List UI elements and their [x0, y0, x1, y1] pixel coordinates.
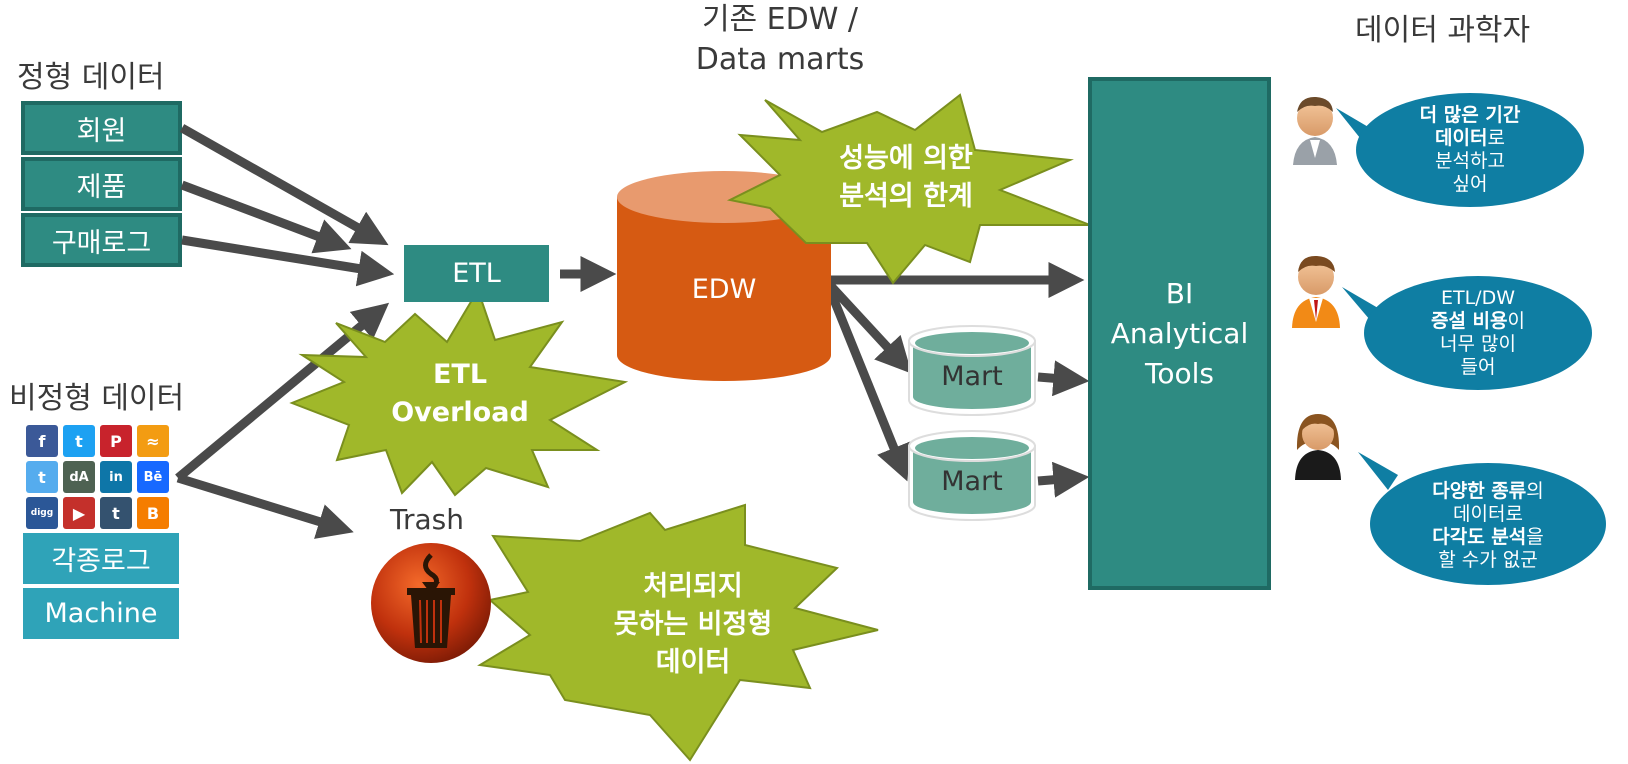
bubble2-bold-line2: 증설 비용	[1430, 310, 1508, 332]
unprocessed-line2: 못하는 비정형	[613, 609, 773, 640]
twitter-alt-icon: t	[26, 461, 58, 493]
behance-icon: Bē	[137, 461, 169, 493]
person-businessman-icon	[1293, 96, 1337, 165]
bubble-multi-angle-analysis-text: 다양한 종류의 데이터로 다각도 분석을 할 수가 없군	[1388, 480, 1588, 572]
bubble3-line4: 할 수가 없군	[1438, 549, 1538, 571]
bubble-more-period-data-text: 더 많은 기간 데이터로 분석하고 싶어	[1370, 104, 1570, 196]
bubble-multi-angle-analysis	[1358, 452, 1606, 585]
bubble1-line4: 싶어	[1452, 173, 1488, 195]
unprocessed-data-burst	[477, 503, 879, 762]
legacy-edw-heading-line1: 기존 EDW /	[701, 2, 859, 37]
blogger-icon: B	[137, 497, 169, 529]
performance-limit-line1: 성능에 의한	[839, 143, 973, 174]
source-products: 제품	[21, 157, 182, 211]
arrows-marts-to-bi	[1037, 360, 1090, 498]
facebook-icon: f	[26, 425, 58, 457]
unprocessed-line1: 처리되지	[643, 571, 743, 602]
bubble3-line1-suffix: 의	[1526, 480, 1544, 502]
mart-cylinder-1	[908, 325, 1036, 416]
source-machine: Machine	[23, 588, 179, 639]
bubble2-line3: 너무 많이	[1440, 333, 1516, 355]
linkedin-icon: in	[100, 461, 132, 493]
etl-box: ETL	[404, 245, 549, 302]
legacy-edw-heading: 기존 EDW / Data marts	[660, 0, 900, 80]
unprocessed-data-text: 처리되지 못하는 비정형 데이터	[573, 568, 813, 682]
bubble-expansion-cost-text: ETL/DW 증설 비용이 너무 많이 들어	[1378, 287, 1578, 379]
etl-overload-line1: ETL	[432, 359, 488, 390]
trash-icon	[371, 543, 491, 663]
person-manager-icon	[1292, 255, 1340, 328]
bubble-expansion-cost	[1342, 276, 1592, 390]
bi-line-1: BI	[1165, 276, 1194, 310]
arrows-structured-to-etl	[179, 124, 395, 287]
etl-overload-text: ETL Overload	[370, 356, 550, 432]
person-woman-icon	[1295, 414, 1341, 480]
unprocessed-line3: 데이터	[655, 647, 731, 678]
bubble2-line4: 들어	[1460, 356, 1496, 378]
structured-data-heading: 정형 데이터	[17, 60, 165, 95]
source-members: 회원	[21, 101, 182, 155]
mart-cylinder-2	[908, 430, 1036, 521]
legacy-edw-heading-line2: Data marts	[695, 42, 865, 77]
bubble3-bold-line3: 다각도 분석	[1432, 526, 1527, 548]
arrows-unstructured	[175, 302, 390, 539]
mart-label-2: Mart	[941, 466, 1003, 497]
performance-limit-text: 성능에 의한 분석의 한계	[806, 140, 1006, 216]
etl-overload-line2: Overload	[391, 397, 529, 428]
trash-label: Trash	[390, 503, 464, 536]
unstructured-data-heading: 비정형 데이터	[9, 381, 185, 416]
bubble1-bold-line2: 데이터	[1435, 127, 1488, 149]
digg-icon: digg	[26, 497, 58, 529]
data-scientist-heading: 데이터 과학자	[1355, 13, 1531, 48]
mart-label-1: Mart	[941, 361, 1003, 392]
bubble1-line2-suffix: 로	[1487, 127, 1505, 149]
tumblr-icon: t	[100, 497, 132, 529]
bi-line-3: Tools	[1145, 356, 1214, 390]
bubble2-line1: ETL/DW	[1440, 287, 1515, 309]
bubble3-line3-suffix: 을	[1526, 526, 1544, 548]
source-various-logs: 각종로그	[23, 533, 179, 584]
bubble2-line2-suffix: 이	[1507, 310, 1526, 332]
arrows-edw-out	[825, 262, 1085, 482]
twitter-icon: t	[63, 425, 95, 457]
bubble-more-period-data	[1336, 93, 1584, 207]
youtube-icon: ▶	[63, 497, 95, 529]
deviantart-icon: dA	[63, 461, 95, 493]
rss-icon: ≈	[137, 425, 169, 457]
pinterest-icon: P	[100, 425, 132, 457]
bi-analytical-tools: BI Analytical Tools	[1088, 77, 1271, 590]
bubble3-bold-line1: 다양한 종류	[1432, 480, 1527, 502]
source-purchase-log: 구매로그	[21, 213, 182, 267]
bubble3-line2: 데이터로	[1453, 503, 1523, 525]
bi-line-2: Analytical	[1110, 316, 1249, 350]
edw-label: EDW	[691, 274, 757, 305]
bubble1-bold-line1: 더 많은 기간	[1419, 104, 1521, 126]
performance-limit-burst	[726, 93, 1091, 285]
performance-limit-line2: 분석의 한계	[839, 181, 973, 212]
bubble1-line3: 분석하고	[1435, 150, 1505, 172]
